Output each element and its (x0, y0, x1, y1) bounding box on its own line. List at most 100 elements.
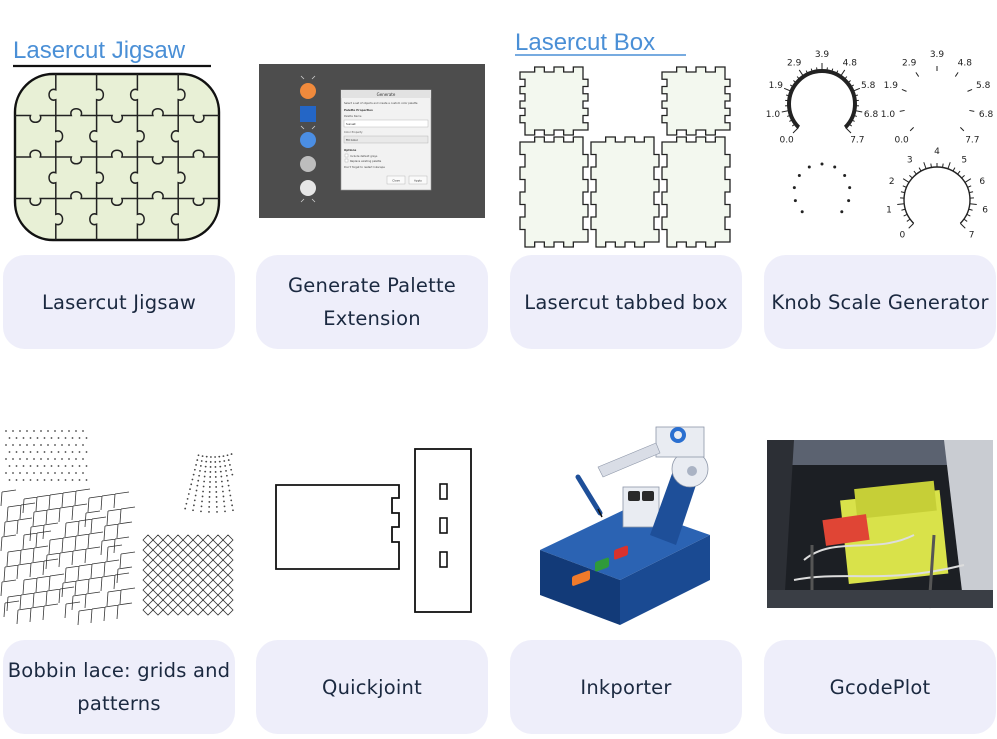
knob-tick (897, 203, 905, 205)
knob-tick (954, 72, 959, 77)
box-panel (519, 136, 589, 248)
knob-tick (901, 208, 906, 211)
thumb-lasercut-tabbed-box[interactable]: Lasercut Box (510, 0, 742, 248)
knob-tick (826, 67, 828, 72)
dialog-name-label: Palette Name (344, 114, 362, 118)
dialog-close-button[interactable]: Close (392, 179, 400, 183)
swatch-light (300, 180, 316, 196)
knob-label: 3 (907, 155, 913, 165)
thumb-lasercut-jigsaw[interactable]: Lasercut Jigsaw (3, 0, 235, 242)
knob-tick (900, 191, 905, 194)
thumb-title-box: Lasercut Box (515, 29, 655, 56)
knob-label: 0 (899, 231, 905, 241)
knob-label: 4.8 (843, 58, 858, 68)
knob-label: 7.7 (850, 135, 864, 145)
knob-dot (820, 162, 824, 166)
dialog-name-value[interactable]: Sunset (346, 122, 356, 126)
knob-label: 1.0 (766, 110, 781, 120)
knob-dot (800, 210, 804, 214)
knob-tick (810, 68, 813, 73)
label-inkporter[interactable]: Inkporter (510, 640, 742, 734)
joint-slot-1 (439, 483, 448, 500)
joint-piece-tabbed (275, 484, 400, 570)
dialog-section-properties: Palette Properties (344, 108, 373, 112)
knob-tick (848, 123, 853, 127)
swatch-blue-square (300, 106, 316, 122)
label-quickjoint[interactable]: Quickjoint (256, 640, 488, 734)
knob-tick (902, 185, 907, 188)
label-lasercut-tabbed-box[interactable]: Lasercut tabbed box (510, 255, 742, 349)
label-gcodeplot[interactable]: GcodePlot (764, 640, 996, 734)
knob-tick (902, 178, 910, 183)
knob-tick (923, 162, 927, 170)
knob-tick (831, 68, 834, 73)
knob-tick (835, 70, 839, 75)
knob-tick (791, 123, 796, 127)
knob-arc (903, 166, 971, 224)
box-panel (661, 136, 731, 248)
knob-label: 6 (979, 177, 985, 187)
knob-tick (968, 208, 973, 211)
knob-label: 6.8 (979, 110, 994, 120)
knob-label: 5 (961, 155, 967, 165)
label-generate-palette[interactable]: Generate Palette Extension (256, 255, 488, 349)
knob-tick (852, 114, 858, 117)
swatch-orange (300, 83, 316, 99)
knob-label: 5.8 (976, 81, 991, 91)
knob-tick (853, 94, 859, 97)
dialog-apply-button[interactable]: Apply (414, 179, 422, 183)
knob-dot (848, 186, 852, 190)
jigsaw-cut-v (129, 74, 145, 240)
knob-dot (843, 174, 847, 178)
knob-tick (969, 203, 977, 205)
thumb-inkporter[interactable] (510, 385, 742, 625)
knob-tick (839, 69, 846, 77)
thumb-quickjoint[interactable] (256, 385, 488, 617)
dialog-note: Don't forget to restart Inkscape (344, 165, 385, 169)
knob-label: 2.9 (787, 58, 802, 68)
thumb-gcodeplot[interactable] (764, 385, 996, 617)
knob-tick (969, 191, 974, 194)
dialog-option-1[interactable]: Include default grays (350, 154, 378, 158)
knob-label: 1 (886, 206, 892, 216)
thumb-generate-palette[interactable]: Generate Select a set of objects and cre… (256, 0, 488, 232)
knob-tick (957, 170, 961, 175)
knob-label: 0.0 (894, 135, 909, 145)
knob-tick (967, 185, 972, 188)
robot-arm-icon (540, 426, 710, 625)
knob-dot (847, 199, 851, 203)
label-bobbin-lace[interactable]: Bobbin lace: grids and patterns (3, 640, 235, 734)
knob-arc (787, 69, 857, 129)
knob-tick (969, 109, 975, 112)
dialog-color-label: Color Property (344, 130, 363, 134)
dialog-option-2[interactable]: Replace existing palette (350, 159, 382, 163)
knob-tick (966, 213, 971, 217)
knob-label: 3.9 (930, 50, 945, 60)
label-knob-scale-generator[interactable]: Knob Scale Generator (764, 255, 996, 349)
knob-tick (942, 163, 944, 168)
knob-label: 4 (934, 147, 940, 157)
knob-tick (793, 80, 797, 84)
knob-label: 1.9 (884, 81, 899, 91)
dialog-color-value[interactable]: Fill Color (346, 138, 359, 142)
knob-tick (850, 84, 854, 88)
box-panel (519, 66, 589, 136)
knob-dot (797, 174, 801, 178)
swatch-blue-circle (300, 132, 316, 148)
thumb-bobbin-lace[interactable] (0, 385, 235, 626)
knob-tick (908, 222, 915, 229)
knob-tick (847, 80, 851, 84)
box-panel (661, 66, 731, 136)
knob-tick (909, 126, 915, 132)
dialog-section-options: Options (344, 148, 357, 152)
knob-tick (790, 84, 794, 88)
label-lasercut-jigsaw[interactable]: Lasercut Jigsaw (3, 255, 235, 349)
knob-tick (852, 87, 861, 92)
joint-slot-2 (439, 517, 448, 534)
knob-label: 5.8 (861, 81, 876, 91)
knob-dot (793, 199, 797, 203)
knob-tick (789, 119, 794, 122)
knob-tick (781, 109, 790, 113)
box-panel (590, 136, 660, 248)
